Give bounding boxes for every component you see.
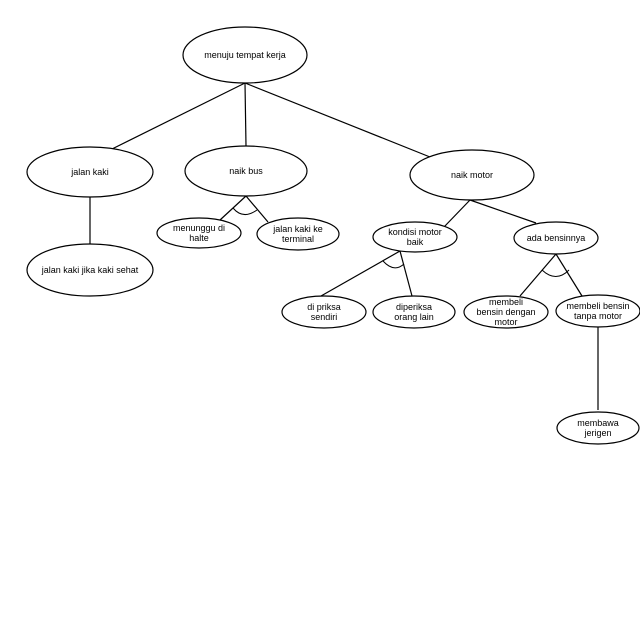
node-label: naik motor	[451, 170, 493, 180]
node-label-line: diperiksa	[396, 302, 432, 312]
edge-bus-terminal	[245, 195, 269, 223]
node-shape	[556, 411, 640, 445]
node-naik-bus: naik bus	[184, 145, 308, 197]
node-label-line: menuju tempat kerja	[204, 50, 286, 60]
node-jalan-kaki: jalan kaki	[26, 146, 154, 198]
node-label-line: membeli bensin	[566, 301, 629, 311]
node-jalan-kaki-sehat: jalan kaki jika kaki sehat	[26, 243, 154, 297]
edge-motor-kondisi	[443, 199, 471, 228]
node-label: ada bensinnya	[527, 233, 586, 243]
node-shape	[372, 295, 456, 329]
edge-root-naik-bus	[244, 82, 247, 147]
node-label-line: di priksa	[307, 302, 341, 312]
node-label-line: terminal	[282, 234, 314, 244]
node-label: naik bus	[229, 166, 263, 176]
edge-motor-bensin	[469, 199, 537, 224]
node-shape	[156, 217, 242, 249]
node-shape	[555, 294, 640, 328]
node-label-line: naik motor	[451, 170, 493, 180]
node-ada-bensin: ada bensinnya	[513, 221, 599, 255]
node-label-line: motor	[494, 317, 517, 327]
edges	[89, 82, 599, 410]
node-shape	[372, 221, 458, 253]
node-shape	[182, 26, 308, 84]
edge-root-naik-motor	[244, 82, 431, 158]
node-label-line: bensin dengan	[476, 307, 535, 317]
and-arc-bensin	[541, 269, 570, 277]
node-shape	[463, 295, 549, 329]
node-label-line: jalan kaki jika kaki sehat	[41, 265, 139, 275]
node-label-line: baik	[407, 237, 424, 247]
node-label: jalan kaki jika kaki sehat	[41, 265, 139, 275]
node-shape	[256, 217, 340, 251]
edge-bensin-tanpa	[555, 253, 583, 297]
node-root: menuju tempat kerja	[182, 26, 308, 84]
node-label-line: menunggu di	[173, 223, 225, 233]
node-label: jalan kaki	[70, 167, 109, 177]
node-shape	[26, 243, 154, 297]
and-arc-kondisi	[382, 260, 405, 269]
node-shape	[26, 146, 154, 198]
node-shape	[409, 149, 535, 201]
edge-kondisi-orang	[399, 250, 413, 297]
node-shape	[281, 295, 367, 329]
node-label-line: jalan kaki ke	[272, 224, 323, 234]
node-label-line: membawa	[577, 418, 619, 428]
node-label-line: naik bus	[229, 166, 263, 176]
node-label-line: halte	[189, 233, 209, 243]
and-arcs	[232, 207, 570, 277]
edge-kondisi-sendiri	[320, 250, 401, 297]
node-label-line: sendiri	[311, 312, 338, 322]
node-label-line: kondisi motor	[388, 227, 442, 237]
node-label: menuju tempat kerja	[204, 50, 286, 60]
and-arc-bus	[232, 207, 258, 215]
node-label-line: membeli	[489, 297, 523, 307]
edge-root-jalan-kaki	[109, 82, 246, 151]
node-label-line: jerigen	[583, 428, 611, 438]
edge-bensin-dengan	[519, 253, 557, 297]
node-label-line: ada bensinnya	[527, 233, 586, 243]
node-label-line: orang lain	[394, 312, 434, 322]
node-shape	[184, 145, 308, 197]
node-shape	[513, 221, 599, 255]
node-label-line: tanpa motor	[574, 311, 622, 321]
node-label-line: jalan kaki	[70, 167, 109, 177]
node-naik-motor: naik motor	[409, 149, 535, 201]
